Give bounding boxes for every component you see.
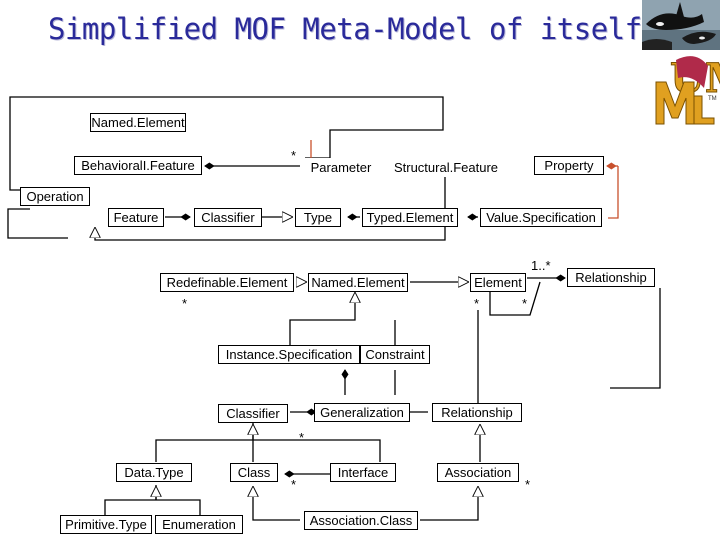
feature-box: Feature xyxy=(108,208,164,227)
slide-title: Simplified MOF Meta-Model of itself xyxy=(48,12,642,46)
relationship-right-box: Relationship xyxy=(567,268,655,287)
property-value-specification-red-line xyxy=(608,166,619,219)
instance-spec-to-named-element xyxy=(289,293,355,345)
uml-logo: UML TM xyxy=(655,55,720,125)
instance-specification-box: Instance.Specification xyxy=(218,345,360,364)
element-left-multiplicity: * xyxy=(474,296,480,311)
behavioral-feature-box: BehavioralI.Feature xyxy=(74,156,202,175)
type-box: Type xyxy=(295,208,341,227)
data-type-box: Data.Type xyxy=(116,463,192,482)
data-type-subtypes-tree xyxy=(104,485,201,515)
classifier-top-box: Classifier xyxy=(194,208,262,227)
generalization-box: Generalization xyxy=(314,403,410,422)
association-multiplicity: * xyxy=(525,477,531,492)
primitive-type-box: Primitive.Type xyxy=(60,515,152,534)
instance-constraint-diamonds xyxy=(345,370,396,395)
operation-feature-loop xyxy=(7,208,68,239)
parameter-multiplicity: * xyxy=(291,148,297,163)
interface-box: Interface xyxy=(330,463,396,482)
class-multiplicity: * xyxy=(291,477,297,492)
element-box: Element xyxy=(470,273,526,292)
orca-photo xyxy=(642,0,720,50)
svg-text:TM: TM xyxy=(708,96,717,102)
class-box: Class xyxy=(230,463,278,482)
named-element-mid-box: Named.Element xyxy=(308,273,408,292)
operation-box: Operation xyxy=(20,187,90,206)
association-class-to-association xyxy=(420,487,478,521)
element-one-many-multiplicity: 1..* xyxy=(531,258,551,273)
operation-to-named-element-line xyxy=(9,96,444,191)
value-specification-box: Value.Specification xyxy=(480,208,602,227)
association-class-to-class xyxy=(253,487,300,521)
classifier-subtypes-tree xyxy=(155,423,381,462)
parameter-box: Parameter xyxy=(305,158,377,177)
property-box: Property xyxy=(534,156,604,175)
structural-feature-to-feature-line xyxy=(95,175,446,241)
redefinable-element-box: Redefinable.Element xyxy=(160,273,294,292)
named-element-top-box: Named.Element xyxy=(90,113,186,132)
structural-feature-box: Structural.Feature xyxy=(386,158,506,177)
element-ownership-line xyxy=(489,281,541,316)
element-right-multiplicity: * xyxy=(522,296,528,311)
redefinable-multiplicity: * xyxy=(182,296,188,311)
generalization-multiplicity: * xyxy=(299,430,305,445)
association-box: Association xyxy=(437,463,519,482)
relationship-right-to-element-line xyxy=(610,288,661,389)
typed-element-box: Typed.Element xyxy=(362,208,458,227)
classifier-mid-box: Classifier xyxy=(218,404,288,423)
enumeration-box: Enumeration xyxy=(155,515,243,534)
constraint-box: Constraint xyxy=(360,345,430,364)
relationship-mid-box: Relationship xyxy=(432,403,522,422)
association-class-box: Association.Class xyxy=(304,511,418,530)
